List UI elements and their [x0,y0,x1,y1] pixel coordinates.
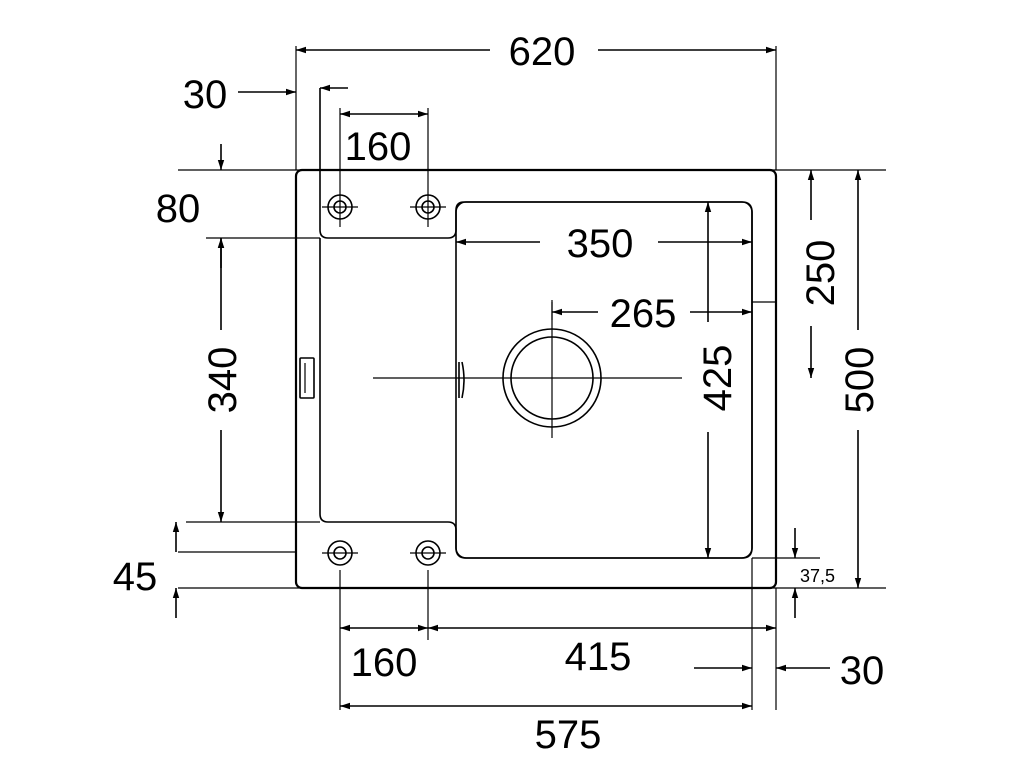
dimension-bottom-hole-spacing: 160 [340,624,428,685]
dimension-label: 620 [509,30,576,74]
drain-icon [373,300,682,438]
dimension-drain-offset: 265 [552,292,752,336]
extension-lines [178,46,886,710]
dimension-label: 425 [696,345,740,412]
dimension-label: 37,5 [800,566,835,586]
dimension-label: 265 [610,292,677,336]
dimension-label: 160 [351,641,418,685]
dimension-label: 160 [345,125,412,169]
dimension-top-strip-height: 80 [156,144,225,268]
dimension-label: 30 [183,73,228,117]
dimension-drain-height-offset: 250 [799,170,843,378]
dimension-label: 250 [799,240,843,307]
dimension-label: 350 [567,222,634,266]
overflow-slot [299,357,315,399]
dimension-label: 415 [565,635,632,679]
dimension-right-margin: 30 [694,649,884,693]
dimension-bowl-width: 350 [456,222,752,266]
dimension-top-hole-spacing: 160 [340,110,428,169]
dimension-bottom-offset: 37,5 [791,528,835,618]
dimension-label: 45 [113,555,158,599]
dimension-overall-width: 620 [296,30,776,74]
dimension-inner-width: 575 [340,702,752,757]
dimension-bowl-height: 425 [696,202,740,558]
dimension-label: 575 [535,713,602,757]
bowl-edge-mark [458,361,465,399]
dimension-bowl-span: 415 [428,624,776,679]
dimension-label: 500 [838,347,882,414]
dimension-left-margin: 30 [183,73,348,117]
dimension-label: 80 [156,187,201,231]
tap-hole-icon [322,187,446,566]
dimension-drainboard-height: 340 [201,238,245,522]
dimension-bottom-strip-height: 45 [113,522,180,618]
dimension-label: 340 [201,347,245,414]
sink-bowl [455,201,753,559]
dimension-overall-height: 500 [838,170,882,588]
dimension-label: 30 [840,649,885,693]
